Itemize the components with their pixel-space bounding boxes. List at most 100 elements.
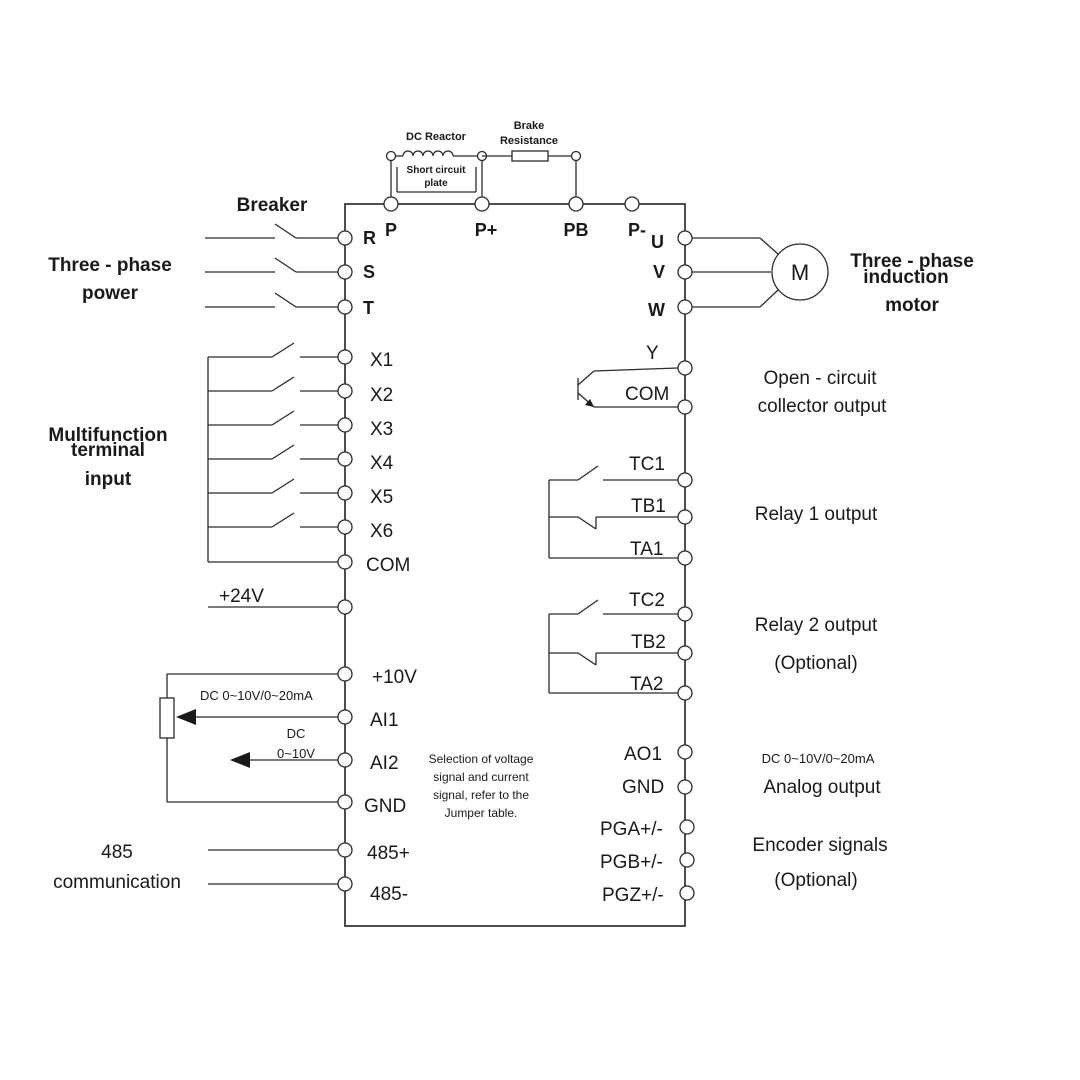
rs485-section: 485 communication 485+ 485-	[53, 842, 410, 905]
dc-reactor-label: DC Reactor	[406, 131, 467, 143]
inputs-title-1: Multifunction	[48, 425, 167, 446]
terminal-y	[677, 360, 693, 376]
terminal-x2	[337, 383, 353, 399]
brake-node-right	[570, 150, 582, 162]
analog-output-title: Analog output	[763, 777, 881, 798]
wiper-arrow	[176, 709, 196, 725]
terminal-10v-label: +10V	[372, 667, 417, 688]
terminal-ta1-label: TA1	[630, 539, 663, 560]
comm-title-1: 485	[101, 842, 133, 863]
analog-output-range: DC 0~10V/0~20mA	[762, 751, 875, 766]
terminal-x6	[337, 519, 353, 535]
terminal-ai2	[337, 752, 353, 768]
brake-label-1: Brake	[514, 120, 545, 132]
terminal-tc1-label: TC1	[629, 454, 665, 475]
terminal-r-label: R	[363, 228, 376, 248]
ai1-range-label: DC 0~10V/0~20mA	[200, 688, 313, 703]
ai2-range-label-1: DC	[287, 726, 306, 741]
terminal-p-plus-label: P+	[475, 220, 498, 240]
terminal-gnd-output	[677, 779, 693, 795]
terminal-10v	[337, 666, 353, 682]
terminal-tb1-label: TB1	[631, 496, 666, 517]
terminal-ai2-label: AI2	[370, 753, 399, 774]
relay1-section: TC1 TB1 TA1 Relay 1 output	[548, 454, 878, 566]
encoder-section: PGA+/- PGB+/- PGZ+/- Encoder signals (Op…	[600, 819, 888, 906]
terminal-y-label: Y	[646, 343, 659, 364]
inputs-title-2: terminal	[71, 440, 145, 461]
terminal-p-label: P	[385, 220, 397, 240]
terminal-p-plus	[474, 196, 490, 212]
terminal-t-label: T	[363, 298, 374, 318]
terminal-ai1	[337, 709, 353, 725]
terminal-tc2-label: TC2	[629, 590, 665, 611]
potentiometer	[159, 697, 175, 739]
inputs-title-3: input	[85, 469, 132, 490]
terminal-ai1-label: AI1	[370, 710, 399, 731]
motor-title-1: Three - phase	[850, 251, 974, 272]
terminal-com-input	[337, 554, 353, 570]
motor-title-2: induction	[863, 267, 948, 288]
motor-title-3: motor	[885, 295, 939, 316]
terminal-pga-label: PGA+/-	[600, 819, 663, 840]
brake-label-2: Resistance	[500, 135, 558, 147]
terminal-t	[337, 299, 353, 315]
terminal-x6-label: X6	[370, 521, 393, 542]
short-circuit-label-2: plate	[424, 178, 448, 189]
terminal-v-label: V	[653, 262, 665, 282]
terminal-485-plus-label: 485+	[367, 843, 410, 864]
motor-symbol-label: M	[791, 260, 809, 285]
short-circuit-label-1: Short circuit	[407, 165, 467, 176]
dc-reactor-coil	[402, 150, 454, 157]
power-input-section: Breaker Three - phase power R S T	[48, 195, 376, 318]
terminal-s	[337, 264, 353, 280]
terminal-x3-label: X3	[370, 419, 393, 440]
terminal-tb2	[677, 645, 693, 661]
analog-input-section: +10V AI1 AI2 GND DC 0~10V/0~20mA DC 0~10…	[159, 666, 534, 820]
reactor-node-left	[385, 150, 397, 162]
terminal-p	[383, 196, 399, 212]
terminal-com-output	[677, 399, 693, 415]
power-title-1: Three - phase	[48, 255, 172, 276]
terminal-485-minus	[337, 876, 353, 892]
motor-output-section: U V W M Three - phase induction motor	[648, 230, 974, 320]
terminal-ao1-label: AO1	[624, 744, 662, 765]
terminal-ta2	[677, 685, 693, 701]
terminal-s-label: S	[363, 262, 375, 282]
terminal-p-minus	[624, 196, 640, 212]
terminal-ta1	[677, 550, 693, 566]
brake-resistor	[511, 150, 549, 162]
breaker-label: Breaker	[237, 195, 308, 216]
dc-bus-section: DC Reactor Short circuit plate Brake Res…	[383, 120, 646, 240]
motor-symbol	[771, 243, 829, 301]
terminal-pgz-label: PGZ+/-	[602, 885, 664, 906]
terminal-w	[677, 299, 693, 315]
terminal-x4-label: X4	[370, 453, 394, 474]
terminal-tb1	[677, 509, 693, 525]
terminal-x5-label: X5	[370, 487, 393, 508]
jumper-note-4: Jumper table.	[445, 806, 518, 820]
terminal-ta2-label: TA2	[630, 674, 663, 695]
terminal-x1-label: X1	[370, 350, 393, 371]
relay2-section: TC2 TB2 TA2 Relay 2 output (Optional)	[548, 590, 878, 701]
terminal-ao1	[677, 744, 693, 760]
terminal-pb	[568, 196, 584, 212]
analog-output-section: AO1 GND DC 0~10V/0~20mA Analog output	[622, 744, 881, 798]
terminal-pgb	[679, 852, 695, 868]
encoder-title-2: (Optional)	[774, 870, 857, 891]
ai2-arrow	[230, 752, 250, 768]
terminal-u	[677, 230, 693, 246]
terminal-24v-label: +24V	[219, 586, 264, 607]
jumper-note-1: Selection of voltage	[429, 752, 534, 766]
open-collector-section: Y COM Open - circuit collector output	[577, 343, 887, 417]
terminal-gnd-analog	[337, 794, 353, 810]
terminal-x1	[337, 349, 353, 365]
terminal-x3	[337, 417, 353, 433]
terminal-24v	[337, 599, 353, 615]
terminal-tc2	[677, 606, 693, 622]
terminal-x2-label: X2	[370, 385, 393, 406]
terminal-x4	[337, 451, 353, 467]
terminal-gnd-analog-label: GND	[364, 796, 406, 817]
terminal-r	[337, 230, 353, 246]
